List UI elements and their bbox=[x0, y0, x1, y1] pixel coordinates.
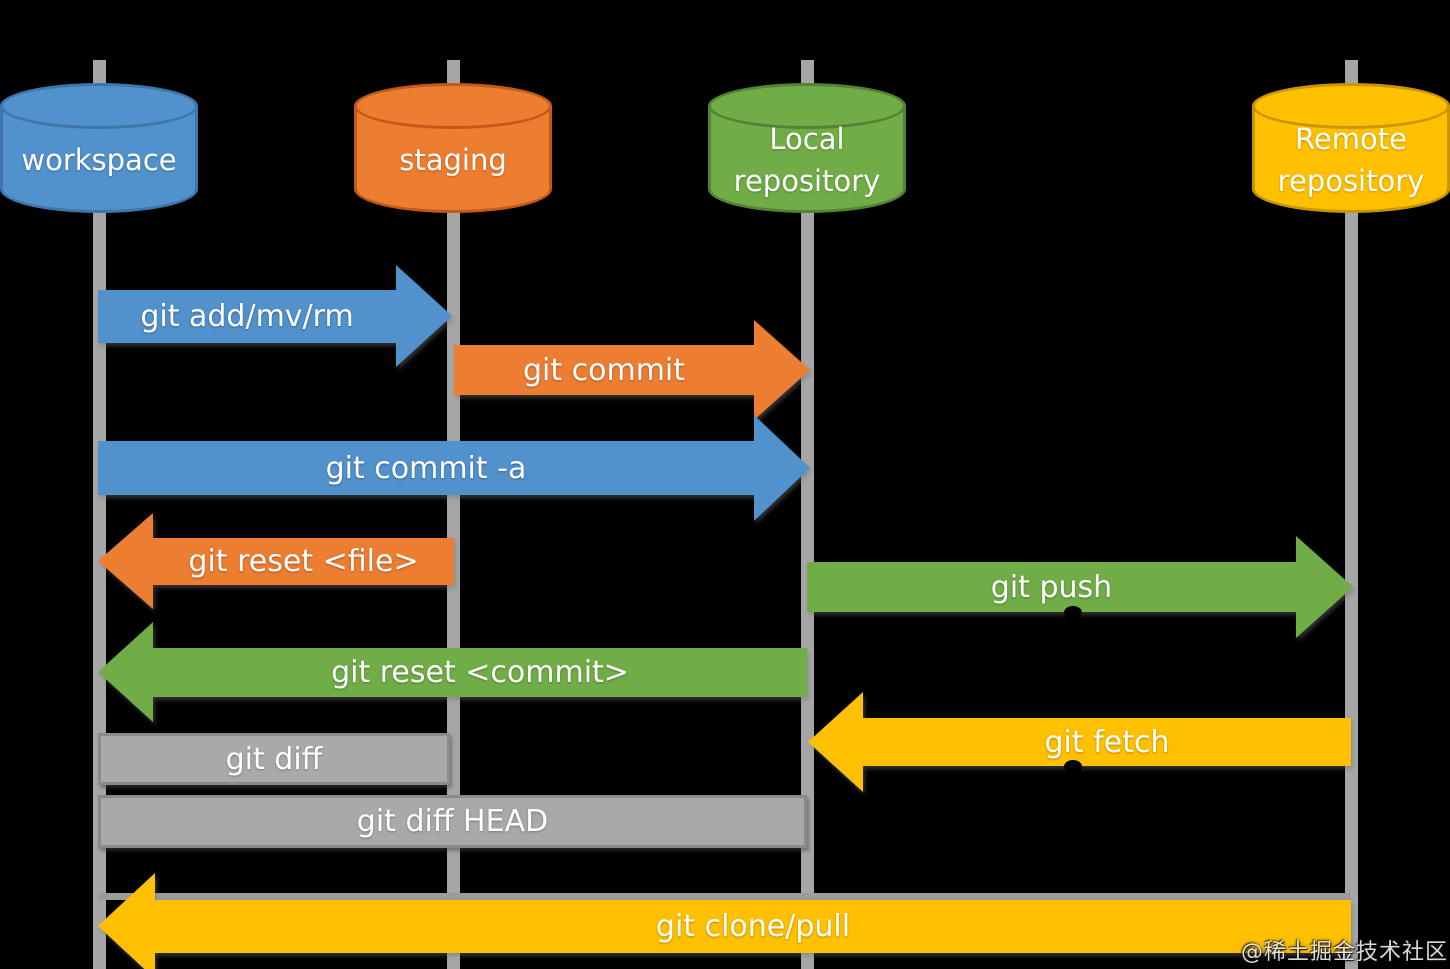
watermark: @稀土掘金技术社区 bbox=[1240, 940, 1448, 965]
box-label: git diff bbox=[225, 741, 323, 777]
arrow-label: git reset <file> bbox=[188, 544, 419, 579]
arrow-label: git commit -a bbox=[325, 450, 527, 486]
node-label: Remote repository bbox=[1252, 106, 1450, 213]
node-staging: staging bbox=[354, 83, 552, 213]
arrow-head bbox=[98, 622, 153, 722]
cylinder-top-ellipse bbox=[0, 83, 198, 129]
shadow-line bbox=[98, 893, 1351, 900]
arrow-head bbox=[98, 513, 153, 609]
box-git-diff: git diff bbox=[98, 733, 450, 785]
arrow-head bbox=[808, 692, 863, 792]
node-label: staging bbox=[354, 106, 552, 213]
box-git-diff-head: git diff HEAD bbox=[98, 795, 807, 848]
arrow-body: git reset <commit> bbox=[153, 648, 807, 697]
node-label-line: workspace bbox=[21, 142, 177, 177]
arrow-body: git commit bbox=[454, 345, 754, 395]
arrow-label: git reset <commit> bbox=[331, 655, 629, 690]
node-label: Local repository bbox=[708, 106, 906, 213]
arrow-label: git commit bbox=[522, 352, 686, 388]
box-label: git diff HEAD bbox=[356, 804, 549, 839]
arrow-head bbox=[396, 265, 452, 367]
arrow-label: git push bbox=[990, 569, 1113, 605]
node-label: workspace bbox=[0, 106, 198, 213]
cylinder-top-ellipse bbox=[354, 83, 552, 129]
arrow-body: git add/mv/rm bbox=[98, 290, 396, 343]
connector-dot bbox=[1064, 606, 1082, 619]
node-remote-repository: Remote repository bbox=[1252, 83, 1450, 213]
node-label-line: repository bbox=[1277, 163, 1425, 198]
arrow-label: git add/mv/rm bbox=[140, 299, 354, 334]
node-label-line: Remote bbox=[1295, 121, 1407, 156]
node-label-line: repository bbox=[733, 163, 881, 198]
node-local-repository: Local repository bbox=[708, 83, 906, 213]
node-label-line: staging bbox=[399, 142, 507, 177]
arrow-body: git push bbox=[807, 562, 1296, 612]
arrow-body: git fetch bbox=[863, 718, 1351, 766]
arrow-body: git clone/pull bbox=[155, 900, 1351, 953]
arrow-body: git reset <file> bbox=[153, 538, 454, 585]
arrow-label: git clone/pull bbox=[655, 909, 851, 944]
cylinder-top-ellipse bbox=[708, 83, 906, 129]
node-label-line: Local bbox=[769, 121, 845, 156]
arrow-label: git fetch bbox=[1044, 724, 1170, 760]
node-workspace: workspace bbox=[0, 83, 198, 213]
arrow-head bbox=[98, 873, 155, 969]
cylinder-top-ellipse bbox=[1252, 83, 1450, 129]
connector-dot bbox=[1064, 760, 1082, 773]
arrow-body: git commit -a bbox=[98, 441, 754, 495]
